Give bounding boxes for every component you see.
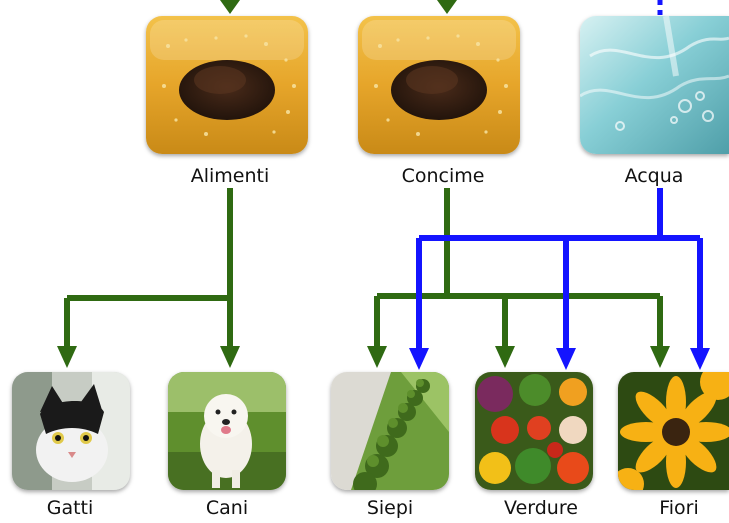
water-icon: [580, 16, 729, 154]
dog-icon: [168, 372, 286, 490]
edges-concime: [374, 188, 663, 348]
source-label-alimenti: Alimenti: [190, 165, 270, 187]
arrowhead-gatti: [57, 346, 77, 368]
edges-acqua: [416, 188, 703, 350]
target-label-cani: Cani: [205, 497, 249, 519]
edges-alimenti: [64, 188, 233, 348]
source-label-concime: Concime: [401, 165, 485, 187]
target-label-gatti: Gatti: [46, 497, 94, 519]
siepi-tile: [331, 372, 449, 490]
target-label-siepi: Siepi: [366, 497, 414, 519]
incoming-arrows: [220, 0, 663, 18]
gatti-tile: [12, 372, 130, 490]
fiori-tile: [618, 372, 729, 490]
target-label-fiori: Fiori: [659, 497, 699, 519]
source-label-acqua: Acqua: [624, 165, 684, 187]
soil-icon: [358, 16, 520, 154]
alimenti-tile: [146, 16, 308, 154]
soil-icon: [146, 16, 308, 154]
cani-tile: [168, 372, 286, 490]
hedge-icon: [331, 372, 449, 490]
verdure-tile: [475, 372, 593, 490]
cat-icon: [12, 372, 130, 490]
arrowhead-concime-fiori: [650, 346, 670, 368]
arrowhead-acqua-fiori: [690, 348, 710, 370]
target-label-verdure: Verdure: [504, 497, 578, 519]
vegetables-icon: [475, 372, 593, 490]
arrowhead-acqua-verdure: [556, 348, 576, 370]
concime-tile: [358, 16, 520, 154]
arrowhead-concime-siepi: [367, 346, 387, 368]
flower-icon: [618, 372, 729, 490]
arrowhead-cani: [220, 346, 240, 368]
arrowhead-concime-verdure: [495, 346, 515, 368]
arrowhead-acqua-siepi: [409, 348, 429, 370]
acqua-tile: [580, 16, 729, 154]
